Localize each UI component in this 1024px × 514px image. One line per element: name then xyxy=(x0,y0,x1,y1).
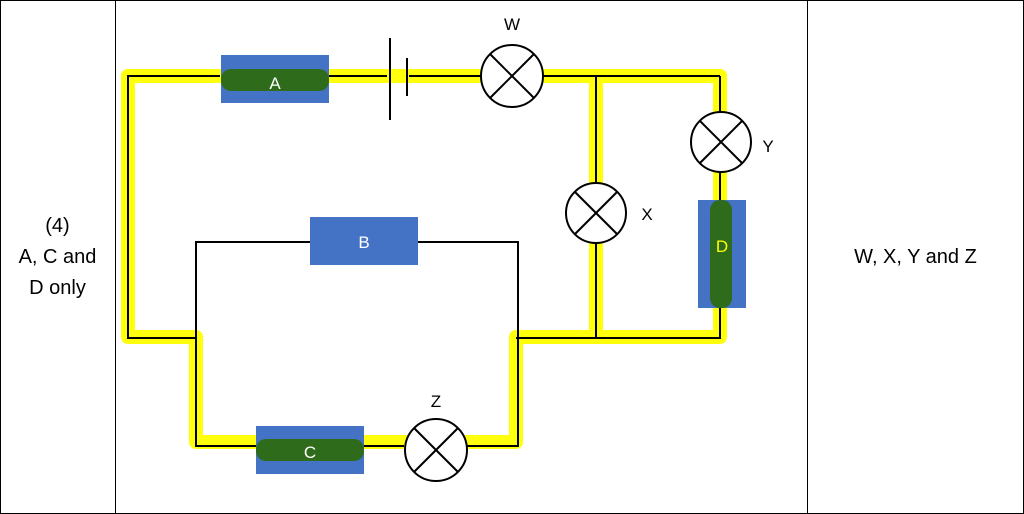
resistor-c: C xyxy=(256,426,364,474)
lamp-z-label: Z xyxy=(431,392,441,411)
resistor-b: B xyxy=(310,217,418,265)
lamp-w-icon xyxy=(480,44,544,108)
lamps-answer: W, X, Y and Z xyxy=(854,245,977,268)
lamp-z-icon xyxy=(404,418,468,482)
circuit-wires xyxy=(127,75,721,447)
lamp-w-label: W xyxy=(504,15,520,34)
lamps-cell: W, X, Y and Z xyxy=(807,0,1024,514)
lamp-x-icon xyxy=(565,182,627,244)
resistor-a: A xyxy=(221,55,329,103)
battery-cell xyxy=(389,38,408,120)
resistor-d-label: D xyxy=(716,237,728,256)
option-cell: (4) A, C and D only xyxy=(0,0,115,514)
resistor-c-label: C xyxy=(304,443,316,462)
highlight-path xyxy=(121,69,727,449)
option-text-line-1: A, C and xyxy=(18,245,97,268)
lamp-y-icon xyxy=(690,111,752,173)
lamp-x-label: X xyxy=(641,205,652,224)
option-text-line-2: D only xyxy=(29,276,86,299)
resistor-a-label: A xyxy=(269,74,281,93)
resistor-b-label: B xyxy=(358,233,369,252)
lamp-y-label: Y xyxy=(762,137,773,156)
option-number: (4) xyxy=(45,214,70,237)
resistor-d: D xyxy=(698,200,746,308)
